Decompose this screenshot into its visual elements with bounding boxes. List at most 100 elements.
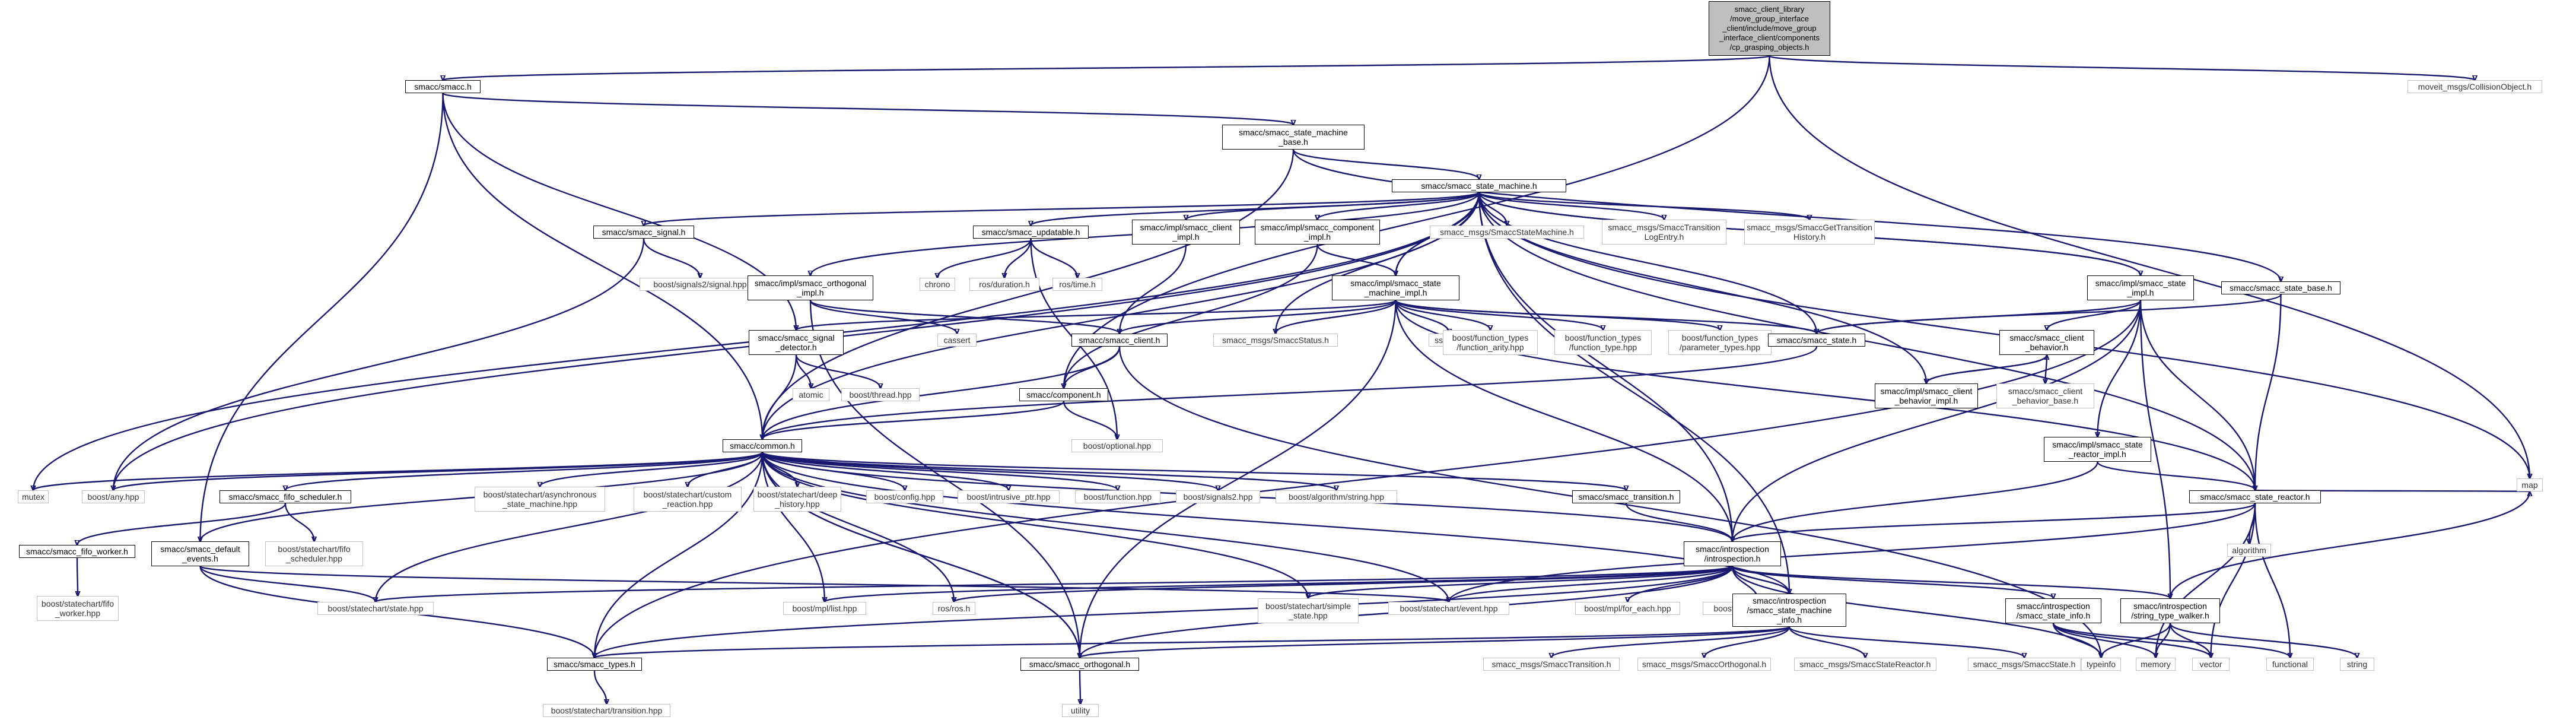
node-cbimpl[interactable]: smacc/impl/smacc_client _behavior_impl.h (1875, 383, 1978, 408)
node-sm[interactable]: smacc/smacc_state_machine.h (1392, 179, 1566, 192)
node-bsevent: boost/statechart/event.hpp (1388, 602, 1509, 615)
edge-typewalker-to-string (2169, 623, 2357, 658)
edge-orthimpl-to-cassert (809, 300, 957, 334)
edge-stimpl-to-introspection (1732, 300, 2142, 541)
edge-sm-to-status (1276, 192, 1480, 334)
node-functional: functional (2266, 658, 2314, 671)
edge-smimpl-to-introspection (1395, 300, 1733, 541)
node-stimpl[interactable]: smacc/impl/smacc_state _impl.h (2087, 275, 2194, 300)
edge-smiinfo-to-msgorth (1704, 626, 1791, 658)
node-common[interactable]: smacc/common.h (723, 439, 802, 452)
edge-common-to-bany (113, 451, 764, 491)
edge-signal-to-bsig2 (643, 238, 700, 278)
node-algorithm: algorithm (2227, 544, 2271, 557)
node-smbase[interactable]: smacc/smacc_state_machine _base.h (1222, 125, 1365, 150)
node-introspection[interactable]: smacc/introspection /introspection.h (1684, 541, 1781, 566)
node-smmsg: smacc_msgs/SmaccStateMachine.h (1430, 226, 1584, 239)
edge-introspection-to-types (594, 566, 1734, 658)
edge-stinfo-to-functional (2052, 623, 2290, 658)
node-client[interactable]: smacc/smacc_client.h (1071, 334, 1168, 347)
node-component[interactable]: smacc/component.h (1019, 388, 1108, 401)
edge-introspection-to-bsevent (1449, 566, 1734, 602)
node-bmpllist: boost/mpl/list.hpp (783, 602, 866, 615)
node-cbehavior[interactable]: smacc/smacc_client _behavior.h (1999, 330, 2094, 355)
node-msgreact: smacc_msgs/SmaccStateReactor.h (1794, 658, 1936, 671)
edge-common-to-bmpllist (761, 452, 825, 602)
node-stbase[interactable]: smacc/smacc_state_base.h (2221, 281, 2340, 294)
node-farity: boost/function_types /function_arity.hpp (1443, 330, 1538, 355)
edge-defevents-to-bsevent (199, 565, 1449, 602)
edge-reactor-to-introspection (1732, 502, 2256, 543)
edge-common-to-rosros (761, 452, 954, 602)
node-moveit: moveit_msgs/CollisionObject.h (2408, 80, 2542, 93)
node-bmplfe: boost/mpl/for_each.hpp (1575, 602, 1680, 615)
edge-smimpl-to-client (1120, 300, 1397, 334)
edge-sm-to-reactor (1478, 192, 2255, 490)
edge-smbase-to-common (762, 149, 1295, 439)
edge-stimpl-to-typewalker (2139, 300, 2170, 598)
node-state[interactable]: smacc/smacc_state.h (1768, 334, 1865, 347)
node-stinfo[interactable]: smacc/introspection /smacc_state_info.h (2005, 598, 2101, 623)
node-map: map (2517, 478, 2543, 491)
node-fifoworker[interactable]: smacc/smacc_fifo_worker.h (19, 545, 135, 558)
edge-stimpl-to-types (594, 300, 2142, 658)
node-smimpl[interactable]: smacc/impl/smacc_state _machine_impl.h (1332, 275, 1459, 300)
edge-smimpl-to-farity (1395, 300, 1491, 330)
edge-clientimpl-to-client (1120, 244, 1187, 334)
edge-stinfo-to-vector (2052, 623, 2211, 658)
edge-srimpl-to-reactor (2097, 461, 2256, 490)
edge-reactor-to-bsevent (1449, 503, 2256, 602)
node-smacc[interactable]: smacc/smacc.h (405, 80, 481, 93)
node-sigdet[interactable]: smacc/smacc_signal _detector.h (749, 330, 844, 355)
edge-fifosched-to-bsfifosched (284, 503, 314, 541)
node-orthogonal[interactable]: smacc/smacc_orthogonal.h (1020, 658, 1139, 671)
node-root[interactable]: smacc_client_library /move_group_interfa… (1709, 1, 1830, 56)
node-rosdur: ros/duration.h (969, 278, 1039, 291)
edge-signal-to-bany (113, 238, 645, 490)
edge-stinfo-to-memory (2052, 623, 2156, 658)
node-transition[interactable]: smacc/smacc_transition.h (1572, 490, 1680, 503)
node-reactor[interactable]: smacc/smacc_state_reactor.h (2189, 490, 2321, 503)
edge-common-to-bsasync (540, 452, 764, 487)
node-signal[interactable]: smacc/smacc_signal.h (593, 226, 694, 239)
node-updatable[interactable]: smacc/smacc_updatable.h (973, 226, 1089, 239)
node-orthimpl[interactable]: smacc/impl/smacc_orthogonal _impl.h (748, 275, 873, 300)
node-bfunc: boost/function.hpp (1075, 490, 1160, 503)
node-clientimpl[interactable]: smacc/impl/smacc_client _impl.h (1132, 220, 1240, 245)
edge-smimpl-to-sigdet (796, 299, 1397, 331)
edge-smbase-to-stbase (1292, 149, 2281, 281)
node-srimpl[interactable]: smacc/impl/smacc_state _reactor_impl.h (2044, 437, 2151, 462)
node-compimpl[interactable]: smacc/impl/smacc_component _impl.h (1255, 220, 1380, 245)
edge-smacc-to-common (442, 93, 763, 439)
edge-introspection-to-typeinfo (1731, 566, 2101, 658)
edge-common-to-bssimple (761, 452, 1308, 598)
edge-smimpl-to-status (1276, 300, 1397, 334)
node-smiinfo[interactable]: smacc/introspection /smacc_state_machine… (1732, 594, 1846, 627)
edge-smiinfo-to-orthogonal (1080, 626, 1791, 659)
edge-stimpl-to-reactor (2139, 300, 2255, 490)
edge-common-to-balgo (761, 451, 1337, 491)
edge-reactor-to-memory (2156, 503, 2256, 658)
edge-introspection-to-rosros (954, 565, 1734, 603)
edge-stbase-to-reactor (2255, 294, 2282, 490)
node-defevents[interactable]: smacc/smacc_default _events.h (151, 541, 249, 566)
edge-typewalker-to-vector (2169, 623, 2211, 658)
node-typewalker[interactable]: smacc/introspection /string_type_walker.… (2120, 598, 2220, 623)
node-balgo: boost/algorithm/string.hpp (1276, 490, 1397, 503)
node-atomic: atomic (793, 388, 829, 401)
node-bsstate: boost/statechart/state.hpp (317, 602, 434, 615)
edge-smacc-to-defevents (201, 93, 444, 541)
node-bany: boost/any.hpp (82, 490, 145, 503)
node-translog: smacc_msgs/SmaccTransition LogEntry.h (1602, 220, 1726, 245)
edge-sm-to-smiinfo (1478, 192, 1789, 594)
edge-smiinfo-to-msgstate (1788, 626, 2024, 658)
node-bsignals2: boost/signals2.hpp (1176, 490, 1260, 503)
edge-common-to-bintr (761, 452, 1009, 490)
edge-root-to-smacc (443, 55, 1770, 80)
edge-updatable-to-rosdur (1004, 238, 1032, 278)
node-fifosched[interactable]: smacc/smacc_fifo_scheduler.h (220, 490, 351, 503)
node-msgorth: smacc_msgs/SmaccOrthogonal.h (1637, 658, 1771, 671)
node-bintr: boost/intrusive_ptr.hpp (958, 490, 1060, 503)
node-types[interactable]: smacc/smacc_types.h (547, 658, 642, 671)
